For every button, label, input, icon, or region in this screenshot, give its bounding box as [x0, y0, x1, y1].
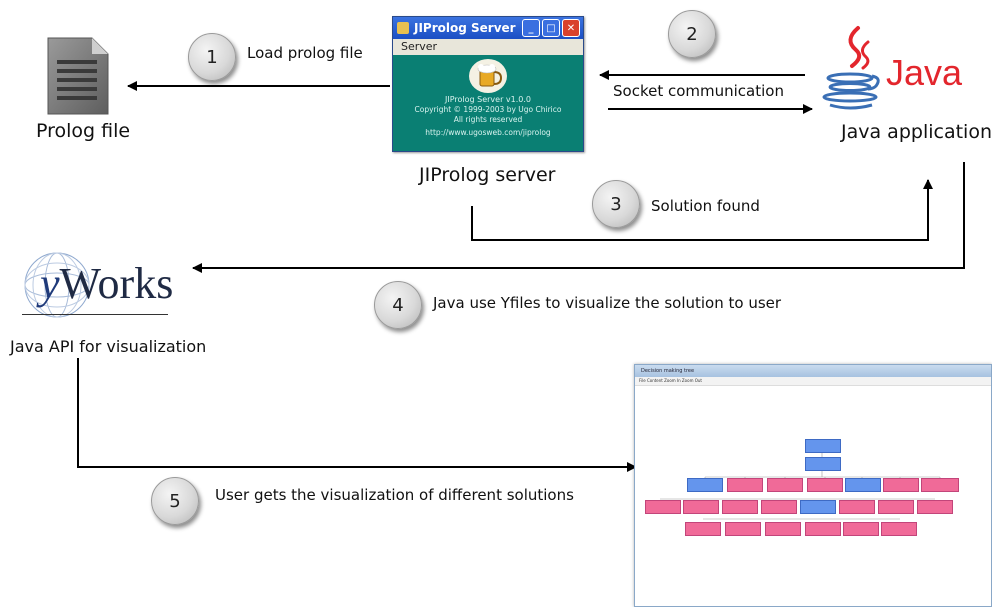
- jiprolog-server-label: JIProlog server: [419, 164, 556, 186]
- step-2-label: Socket communication: [613, 82, 784, 100]
- yworks-caption: Java API for visualization: [10, 337, 207, 356]
- tree-node[interactable]: [805, 439, 841, 453]
- tree-node[interactable]: [878, 500, 914, 514]
- app-icon: [397, 22, 409, 34]
- tree-node[interactable]: [800, 500, 836, 514]
- java-logo-text: Java: [886, 52, 963, 93]
- document-icon: [46, 36, 110, 116]
- step-3-label: Solution found: [651, 197, 760, 215]
- step-4-label: Java use Yfiles to visualize the solutio…: [433, 294, 782, 312]
- tree-node[interactable]: [761, 500, 797, 514]
- tree-node[interactable]: [845, 478, 881, 492]
- jiprolog-body: JIProlog Server v1.0.0 Copyright © 1999-…: [393, 59, 583, 138]
- jiprolog-titlebar: JIProlog Server _ □ ✕: [393, 17, 583, 39]
- tree-node[interactable]: [839, 500, 875, 514]
- jiprolog-server-window: JIProlog Server _ □ ✕ Server JIProlog Se…: [392, 16, 584, 152]
- beer-mug-icon: [469, 59, 507, 93]
- step-1-label: Load prolog file: [247, 44, 363, 62]
- java-logo: Java: [820, 24, 980, 114]
- tree-node[interactable]: [807, 478, 843, 492]
- jiprolog-url: http://www.ugosweb.com/jiprolog: [425, 128, 551, 137]
- tree-edges: [660, 451, 941, 520]
- arrow-solution-found: [471, 179, 933, 241]
- visualization-menu[interactable]: File Content Zoom In Zoom Out: [635, 377, 991, 386]
- tree-node[interactable]: [645, 500, 681, 514]
- java-application-label: Java application: [841, 121, 992, 143]
- tree-node[interactable]: [685, 522, 721, 536]
- minimize-icon[interactable]: _: [522, 19, 540, 37]
- visualization-window: Decision making tree File Content Zoom I…: [634, 364, 992, 607]
- tree-node[interactable]: [883, 478, 919, 492]
- jiprolog-rights: All rights reserved: [453, 115, 523, 124]
- jiprolog-version: JIProlog Server v1.0.0: [444, 95, 531, 104]
- yworks-logo: yWorks: [22, 250, 182, 320]
- tree-node[interactable]: [843, 522, 879, 536]
- maximize-icon[interactable]: □: [542, 19, 560, 37]
- jiprolog-menu-server[interactable]: Server: [393, 39, 583, 55]
- tree-node[interactable]: [687, 478, 723, 492]
- step-2-badge: 2: [668, 10, 716, 58]
- tree-node[interactable]: [881, 522, 917, 536]
- tree-node[interactable]: [722, 500, 758, 514]
- jiprolog-copyright: Copyright © 1999-2003 by Ugo Chirico: [414, 105, 562, 114]
- java-cup-icon: [822, 26, 880, 110]
- step-5-label: User gets the visualization of different…: [215, 486, 574, 504]
- step-5-badge: 5: [151, 477, 199, 525]
- yworks-globe-icon: [24, 252, 90, 318]
- step-4-badge: 4: [374, 281, 422, 329]
- step-3-badge: 3: [592, 180, 640, 228]
- arrow-to-visualization: [77, 358, 637, 472]
- step-1-badge: 1: [188, 33, 236, 81]
- arrow-java-to-yworks: [192, 162, 965, 273]
- tree-node[interactable]: [805, 457, 841, 471]
- yworks-logo-text: Works: [59, 259, 174, 308]
- tree-node[interactable]: [765, 522, 801, 536]
- jiprolog-title: JIProlog Server: [414, 21, 516, 35]
- tree-node[interactable]: [725, 522, 761, 536]
- yworks-logo-y: y: [40, 259, 60, 308]
- tree-node[interactable]: [917, 500, 953, 514]
- tree-node[interactable]: [767, 478, 803, 492]
- prolog-file-label: Prolog file: [36, 120, 131, 142]
- tree-node[interactable]: [727, 478, 763, 492]
- close-icon[interactable]: ✕: [562, 19, 580, 37]
- visualization-titlebar: Decision making tree: [635, 365, 991, 377]
- tree-node[interactable]: [921, 478, 959, 492]
- tree-node[interactable]: [683, 500, 719, 514]
- yworks-underline: [22, 314, 168, 315]
- tree-node[interactable]: [805, 522, 841, 536]
